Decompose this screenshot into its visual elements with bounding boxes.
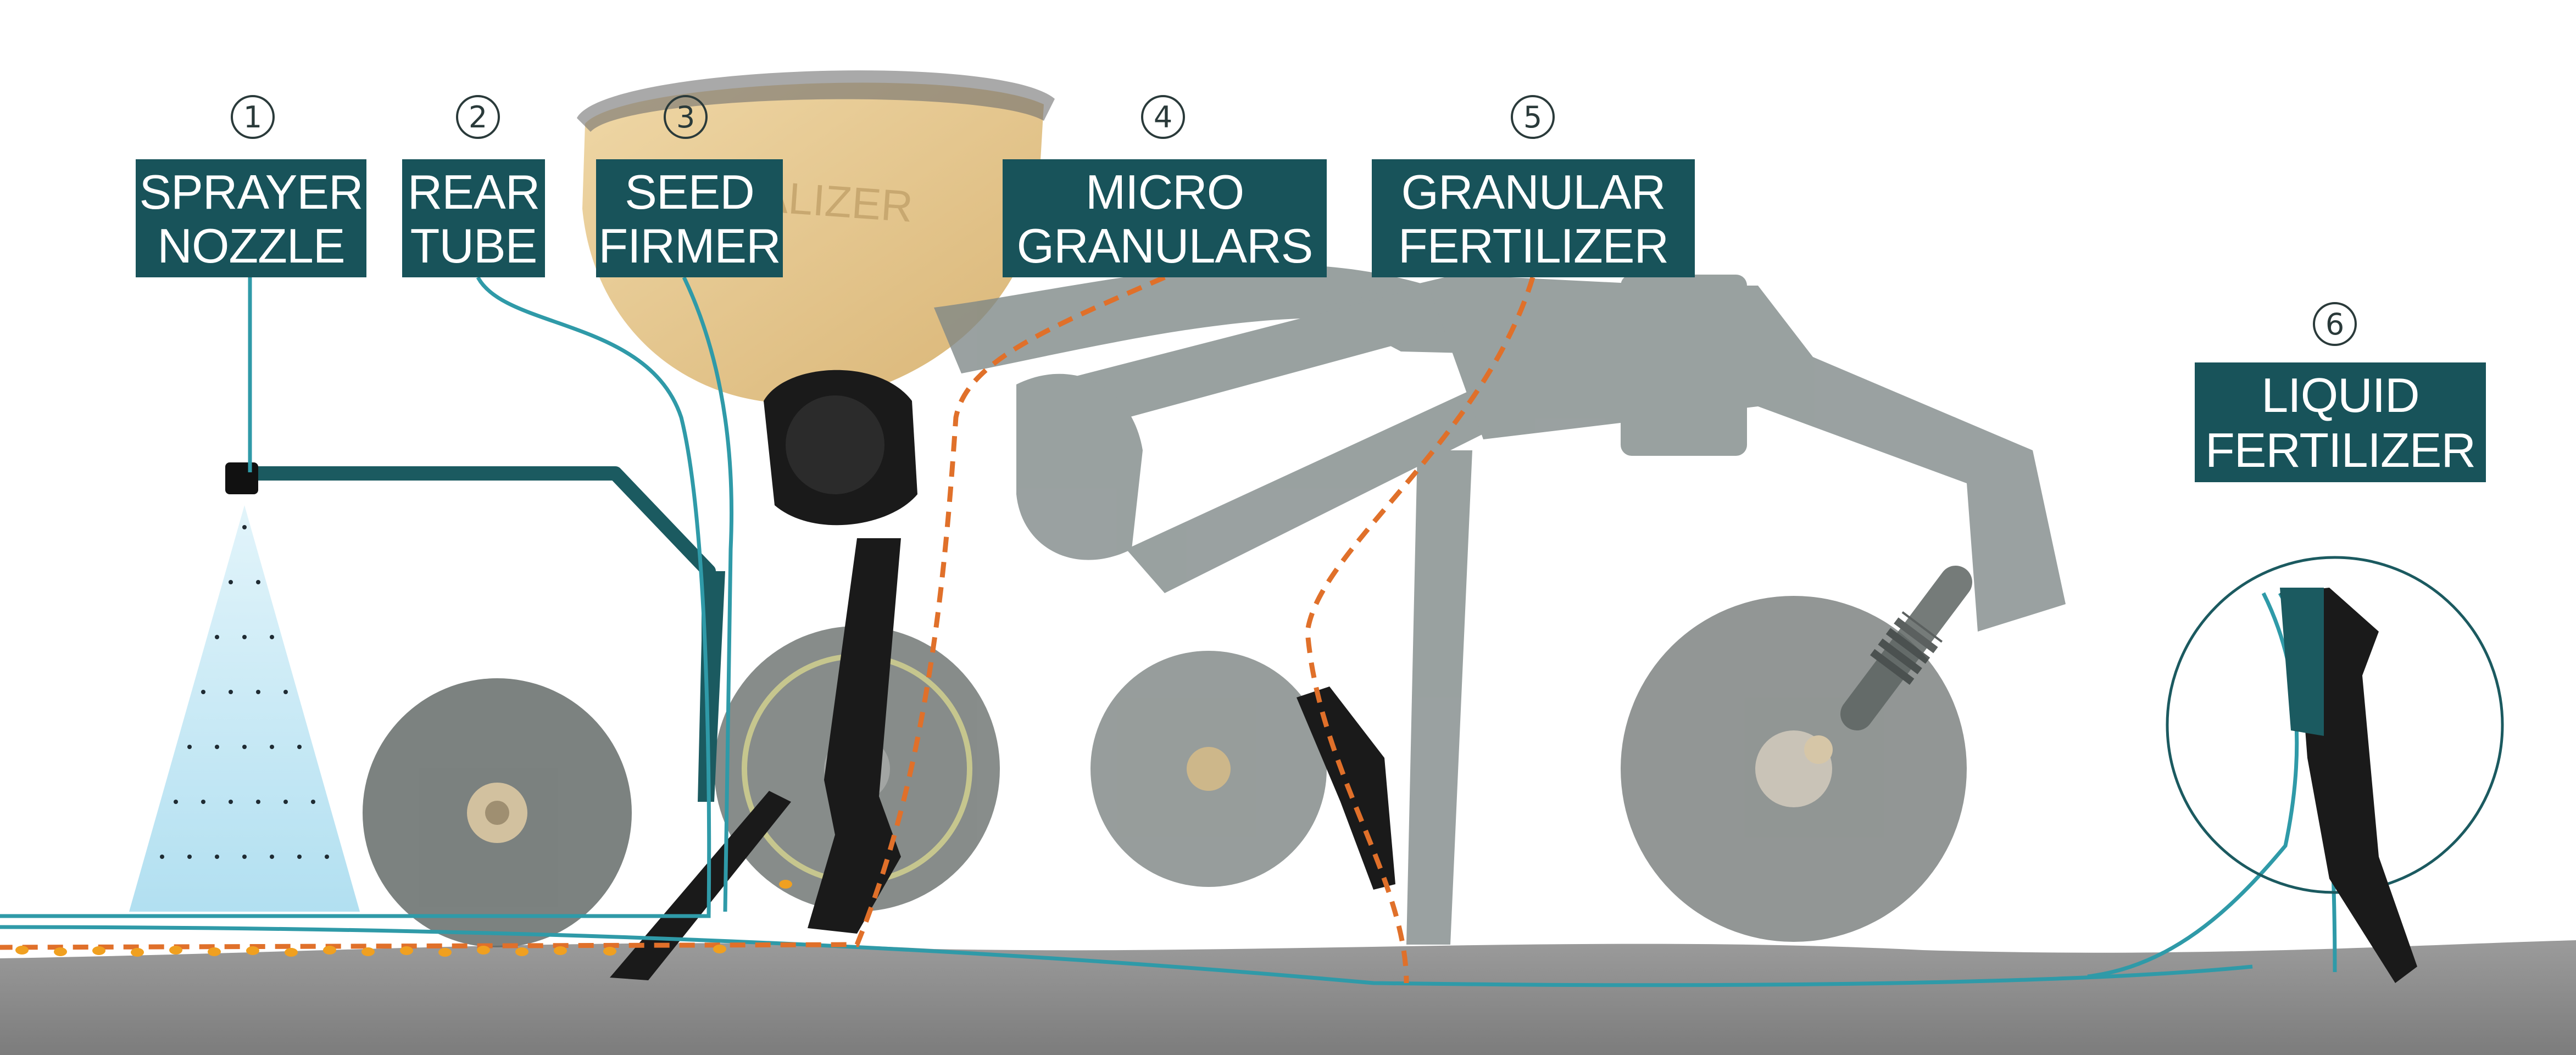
callout-label-line-2: FERTILIZER (1398, 219, 1668, 273)
callout-label-line-1: SEED (625, 165, 754, 219)
callout-label-box (1372, 159, 1695, 277)
callout-number: 2 (469, 100, 487, 135)
seed-row (15, 880, 792, 957)
circled-number-icon (456, 95, 500, 139)
callout-label-line-2: TUBE (410, 219, 537, 273)
liquid-fertilizer-ground-line (0, 925, 2253, 987)
circled-number-icon (1511, 95, 1555, 139)
callout-4: 4 MICRO GRANULARS (1003, 95, 1327, 277)
callout-label-box (2195, 362, 2486, 482)
machine-frame (934, 264, 2066, 945)
circled-number-icon (231, 95, 275, 139)
callout-number: 1 (243, 100, 262, 135)
granular-lines (0, 275, 1535, 984)
callout-label-line-1: MICRO (1086, 165, 1244, 219)
callout-label-box (402, 159, 545, 277)
callout-2: 2 REAR TUBE (402, 95, 545, 277)
callout-label-line-1: SPRAYER (139, 165, 363, 219)
micro-granulars-line (0, 275, 1166, 950)
closing-wheel (363, 678, 632, 947)
seed-firmer-line (682, 276, 733, 912)
callout-label-line-2: NOZZLE (157, 219, 344, 273)
callout-6: 6 LIQUID FERTILIZER (2195, 302, 2486, 482)
spring-assembly (1840, 566, 1972, 730)
callout-number: 6 (2325, 307, 2344, 342)
callout-3: 3 SEED FIRMER (596, 95, 783, 277)
callout-label-box (596, 159, 783, 277)
callout-label-line-2: FIRMER (598, 219, 780, 273)
liquid-knife-inset (2166, 556, 2504, 983)
seed-tube-shank (610, 538, 901, 980)
callout-label-box (136, 159, 366, 277)
callout-label-line-2: GRANULARS (1017, 219, 1313, 273)
callout-label-line-1: REAR (408, 165, 540, 219)
callout-label-line-1: LIQUID (2261, 368, 2419, 422)
circled-number-icon (2313, 302, 2357, 346)
seed-meter (764, 370, 917, 526)
granular-fertilizer-line (1305, 276, 1535, 984)
callout-label-line-1: GRANULAR (1401, 165, 1666, 219)
callout-number: 3 (676, 100, 695, 135)
soil-ground (0, 940, 2576, 1055)
liquid-fertilizer-line (2087, 592, 2299, 979)
callout-5: 5 GRANULAR FERTILIZER (1372, 95, 1695, 277)
callout-1: 1 SPRAYER NOZZLE (136, 95, 366, 277)
notched-coulter (1091, 651, 1327, 887)
circled-number-icon (1141, 95, 1185, 139)
circled-number-icon (664, 95, 708, 139)
callout-number: 4 (1154, 100, 1172, 135)
callout-label-line-2: FERTILIZER (2205, 423, 2475, 477)
spray-mist (129, 505, 360, 912)
callout-number: 5 (1523, 100, 1542, 135)
callout-label-box (1003, 159, 1327, 277)
sprayer-nozzle-part (225, 462, 258, 494)
rear-tube-line (0, 276, 711, 918)
